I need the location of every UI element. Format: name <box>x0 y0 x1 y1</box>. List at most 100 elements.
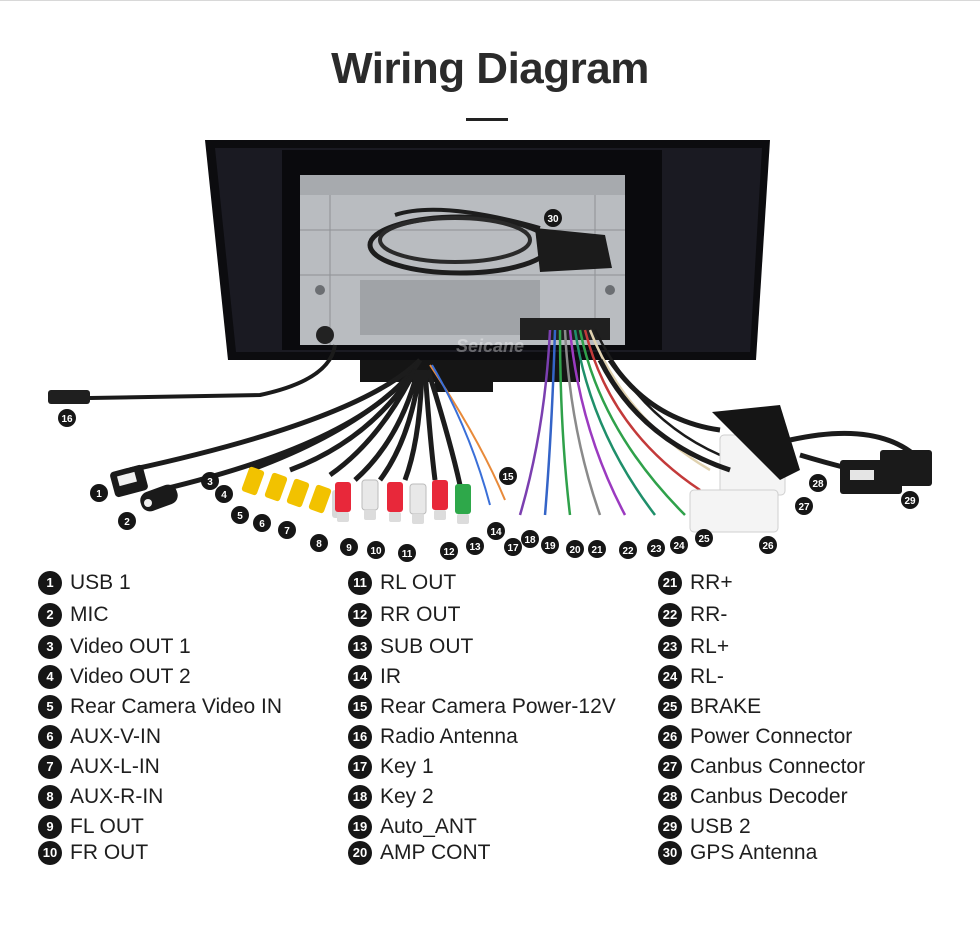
legend-item-15: 15 Rear Camera Power-12V <box>348 694 616 720</box>
legend-number: 24 <box>658 665 682 689</box>
badge-19: 19 <box>541 536 559 554</box>
badge-3: 3 <box>201 472 219 490</box>
legend-item-6: 6 AUX-V-IN <box>38 724 161 750</box>
legend-number: 4 <box>38 665 62 689</box>
legend-label: Video OUT 1 <box>70 635 191 658</box>
badge-28: 28 <box>809 474 827 492</box>
legend-item-28: 28 Canbus Decoder <box>658 784 848 810</box>
badge-25: 25 <box>695 529 713 547</box>
badge-13: 13 <box>466 537 484 555</box>
svg-text:20: 20 <box>569 545 581 556</box>
badge-17: 17 <box>504 538 522 556</box>
legend-number: 27 <box>658 755 682 779</box>
badge-27: 27 <box>795 497 813 515</box>
legend-number: 22 <box>658 603 682 627</box>
legend-label: RL- <box>690 665 724 688</box>
gps-antenna <box>367 207 612 276</box>
legend-number: 11 <box>348 571 372 595</box>
legend-label: Canbus Decoder <box>690 785 848 808</box>
rca-connectors <box>241 466 471 524</box>
svg-text:27: 27 <box>798 502 810 513</box>
legend-number: 19 <box>348 815 372 839</box>
legend-number: 2 <box>38 603 62 627</box>
legend-item-13: 13 SUB OUT <box>348 634 473 660</box>
legend-item-23: 23 RL+ <box>658 634 729 660</box>
legend-number: 20 <box>348 841 372 865</box>
svg-text:18: 18 <box>524 535 536 546</box>
svg-text:8: 8 <box>316 539 322 550</box>
svg-text:21: 21 <box>591 545 603 556</box>
page-title: Wiring Diagram <box>331 44 649 93</box>
legend-number: 17 <box>348 755 372 779</box>
badge-1: 1 <box>90 484 108 502</box>
legend-label: Radio Antenna <box>380 725 518 748</box>
top-divider <box>0 0 980 1</box>
legend-label: SUB OUT <box>380 635 474 658</box>
svg-text:25: 25 <box>698 534 710 545</box>
legend-label: RR+ <box>690 571 733 594</box>
svg-text:3: 3 <box>207 477 213 488</box>
legend-label: AUX-V-IN <box>70 725 162 748</box>
legend-number: 12 <box>348 603 372 627</box>
badge-8: 8 <box>310 534 328 552</box>
legend-number: 15 <box>348 695 372 719</box>
legend-number: 28 <box>658 785 682 809</box>
legend-label: RL+ <box>690 635 730 658</box>
svg-text:5: 5 <box>237 511 243 522</box>
badge-7: 7 <box>278 521 296 539</box>
legend-number: 8 <box>38 785 62 809</box>
legend-label: AUX-L-IN <box>70 755 160 778</box>
svg-text:30: 30 <box>547 214 559 225</box>
legend-number: 26 <box>658 725 682 749</box>
badge-15: 15 <box>499 467 517 485</box>
svg-text:16: 16 <box>61 414 73 425</box>
legend-number: 13 <box>348 635 372 659</box>
legend-label: IR <box>380 665 401 688</box>
badge-14: 14 <box>487 522 505 540</box>
badge-24: 24 <box>670 536 688 554</box>
badge-6: 6 <box>253 514 271 532</box>
legend-label: Key 1 <box>380 755 434 778</box>
legend-number: 7 <box>38 755 62 779</box>
legend-number: 6 <box>38 725 62 749</box>
legend-item-4: 4 Video OUT 2 <box>38 664 191 690</box>
badge-26: 26 <box>759 536 777 554</box>
legend-label: Rear Camera Power-12V <box>380 695 616 718</box>
legend-number: 10 <box>38 841 62 865</box>
svg-text:19: 19 <box>544 541 556 552</box>
legend-number: 14 <box>348 665 372 689</box>
legend-number: 18 <box>348 785 372 809</box>
legend-item-9: 9 FL OUT <box>38 814 144 840</box>
legend-label: FL OUT <box>70 815 144 838</box>
legend-label: Video OUT 2 <box>70 665 191 688</box>
svg-text:22: 22 <box>622 546 634 557</box>
legend-number: 9 <box>38 815 62 839</box>
legend-item-14: 14 IR <box>348 664 401 690</box>
legend-number: 23 <box>658 635 682 659</box>
svg-text:10: 10 <box>370 546 382 557</box>
svg-text:12: 12 <box>443 547 455 558</box>
svg-text:13: 13 <box>469 542 481 553</box>
wiring-illustration: Seicane <box>48 140 932 562</box>
svg-text:11: 11 <box>402 549 413 560</box>
legend-item-20: 20 AMP CONT <box>348 840 490 866</box>
svg-text:24: 24 <box>673 541 685 552</box>
svg-text:7: 7 <box>284 526 290 537</box>
svg-text:2: 2 <box>124 517 130 528</box>
svg-text:15: 15 <box>502 472 514 483</box>
legend-label: AMP CONT <box>380 841 491 864</box>
watermark: Seicane <box>456 336 524 356</box>
